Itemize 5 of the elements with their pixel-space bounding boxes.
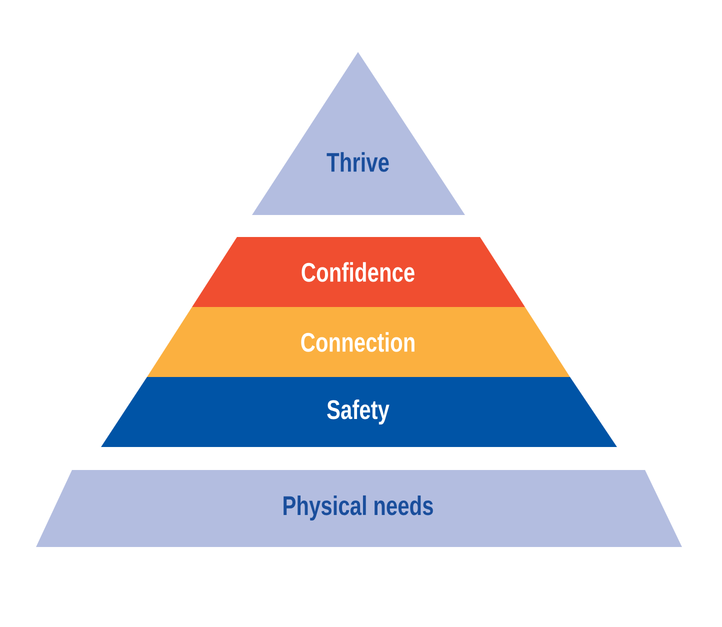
pyramid-tier: Thrive xyxy=(252,52,465,215)
pyramid-tier: Physical needs xyxy=(36,470,682,547)
pyramid-tier: Connection xyxy=(147,306,570,377)
pyramid-tier: Safety xyxy=(101,376,617,447)
pyramid-tier: Confidence xyxy=(192,236,525,307)
